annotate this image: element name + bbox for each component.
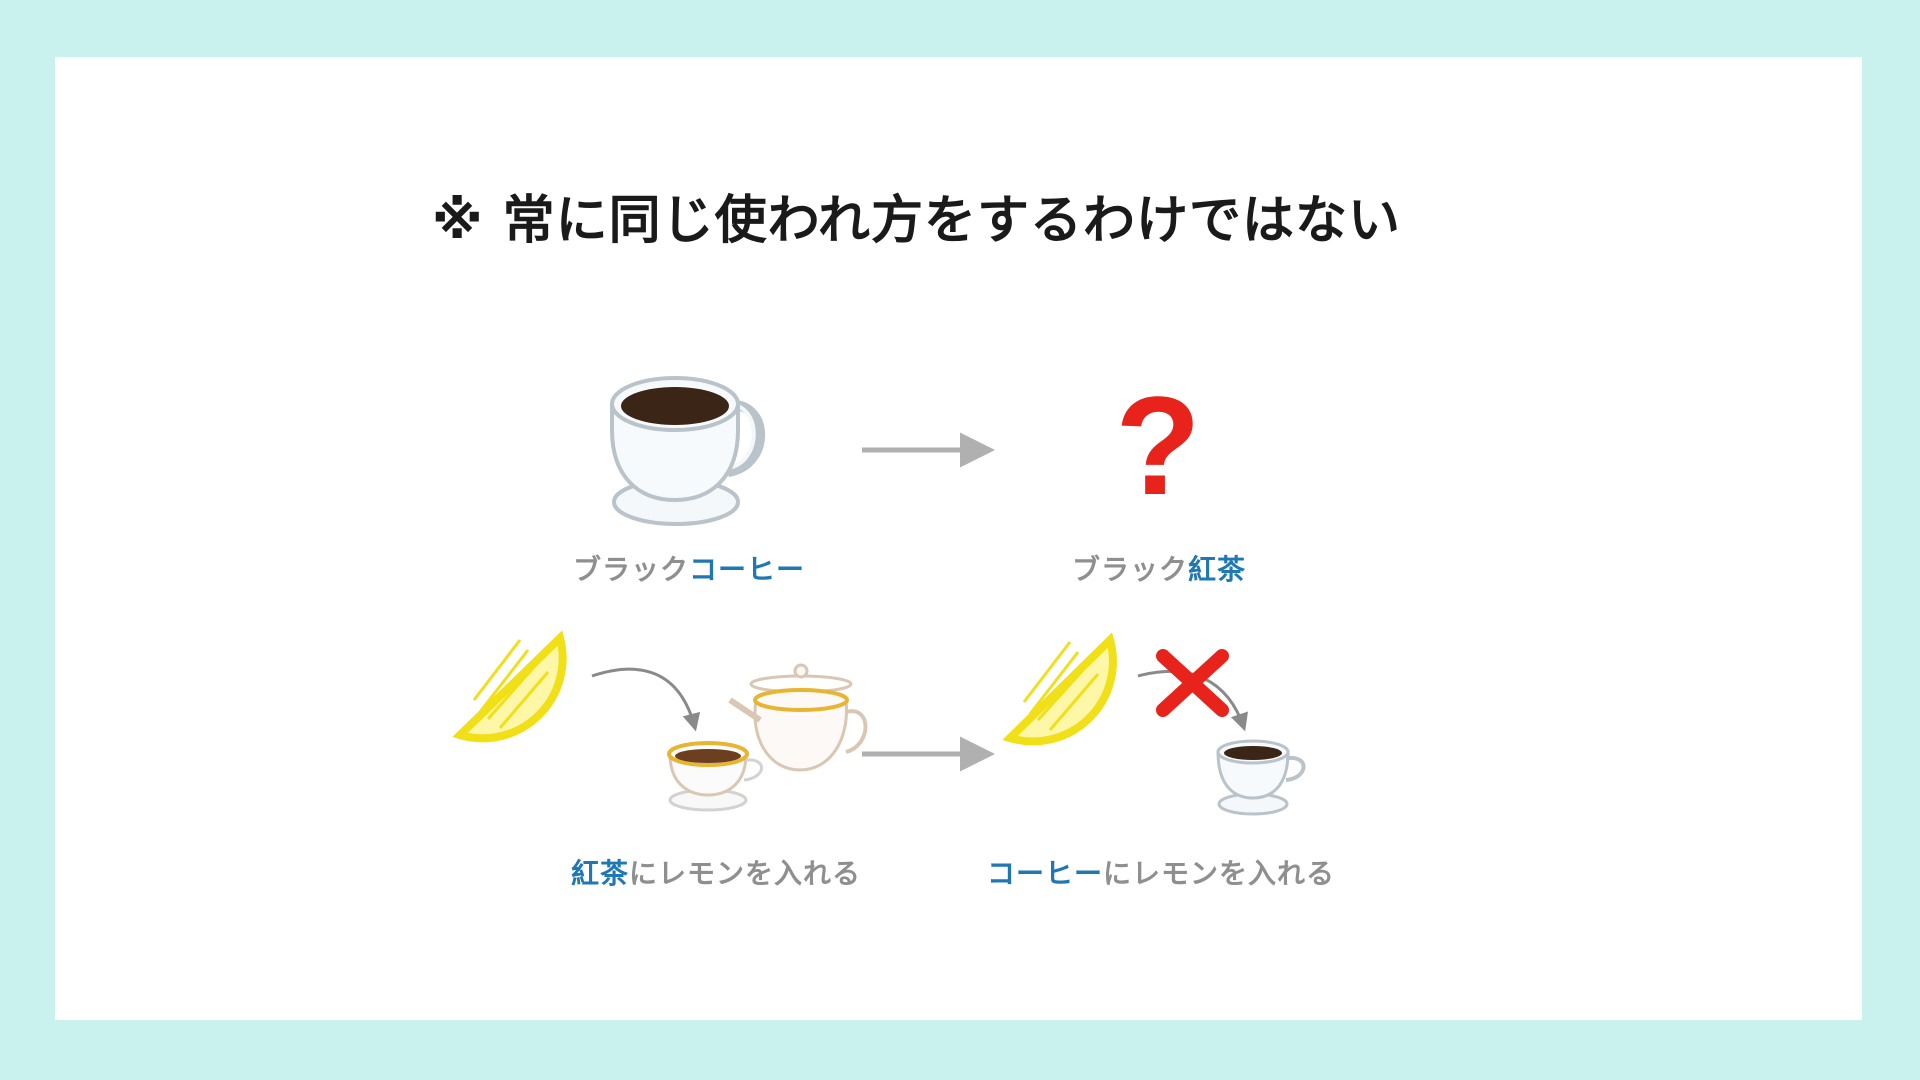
coffee-cup-icon — [610, 376, 766, 526]
teacup-icon — [667, 741, 763, 812]
teapot-icon — [728, 663, 868, 772]
slide — [55, 57, 1862, 1020]
caption-plain: ブラック — [1072, 553, 1189, 586]
caption-coffee-lemon: コーヒーにレモンを入れる — [987, 852, 1335, 892]
caption-highlight: 紅茶 — [571, 857, 630, 890]
cross-icon — [1156, 649, 1229, 717]
caption-black-tea: ブラック紅茶 — [1072, 548, 1246, 588]
caption-black-coffee: ブラックコーヒー — [573, 548, 805, 588]
caption-plain: にレモンを入れる — [1103, 857, 1336, 890]
curve-arrow — [591, 667, 701, 732]
caption-highlight: コーヒー — [987, 857, 1104, 890]
page-title: ※ 常に同じ使われ方をするわけではない — [432, 191, 1402, 251]
caption-plain: ブラック — [573, 553, 690, 586]
coffee-cup-icon — [1216, 739, 1306, 816]
caption-highlight: 紅茶 — [1188, 553, 1247, 586]
lemon-slice-icon — [452, 630, 567, 743]
caption-plain: にレモンを入れる — [629, 857, 862, 890]
lemon-slice-icon — [1002, 632, 1117, 746]
caption-highlight: コーヒー — [689, 553, 806, 586]
question-mark-icon: ? — [1115, 367, 1201, 524]
caption-tea-lemon: 紅茶にレモンを入れる — [571, 852, 861, 892]
